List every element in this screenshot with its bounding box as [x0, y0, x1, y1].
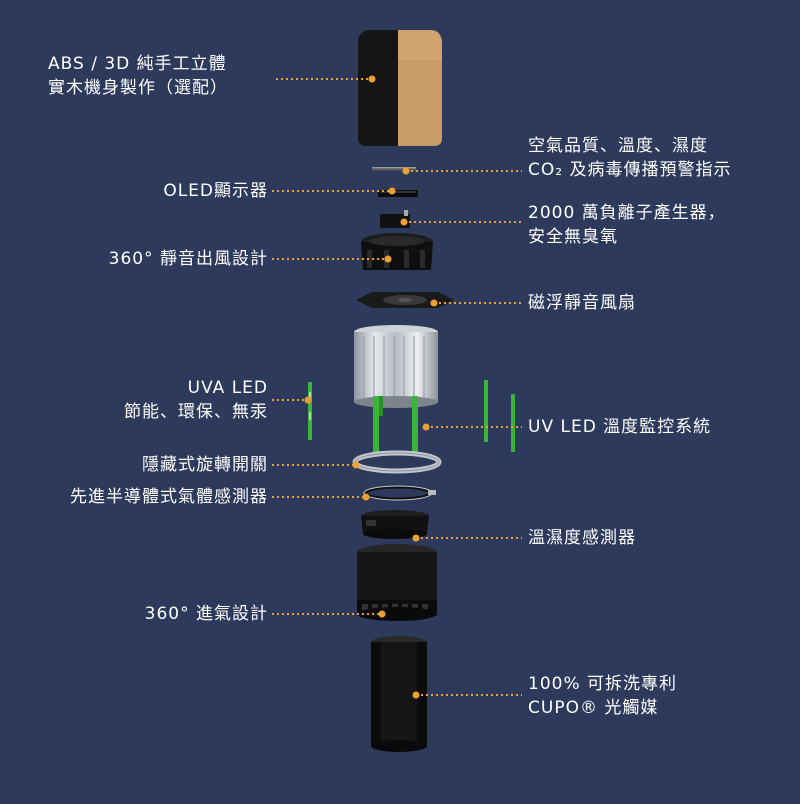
humidity-sensor-part [361, 510, 429, 539]
label-fan-line1: 磁浮靜音風扇 [528, 293, 636, 313]
label-air-quality-line2: CO₂ 及病毒傳播預警指示 [528, 160, 732, 180]
label-semiconductor: 先進半導體式氣體感測器 [10, 485, 268, 509]
label-semiconductor-line1: 先進半導體式氣體感測器 [70, 487, 268, 507]
label-air-quality: 空氣品質、溫度、濕度 CO₂ 及病毒傳播預警指示 [528, 134, 731, 182]
label-uv-temp-line1: UV LED 溫度監控系統 [528, 417, 712, 437]
rotary-ring-part [352, 450, 442, 474]
label-uv-temp: UV LED 溫度監控系統 [528, 415, 711, 439]
label-uva: UVA LED 節能、環保、無汞 [40, 376, 268, 424]
label-air-quality-line1: 空氣品質、溫度、濕度 [528, 136, 708, 156]
wood-case-part [358, 30, 442, 146]
label-wood-case-line1: ABS / 3D 純手工立體 [48, 54, 227, 74]
silent-outlet-part [361, 233, 433, 270]
uv-temp-part [484, 380, 515, 452]
label-uva-line2: 節能、環保、無汞 [124, 402, 268, 422]
leader-lines [272, 78, 522, 696]
label-wood-case: ABS / 3D 純手工立體 實木機身製作（選配） [48, 52, 228, 100]
label-ion-line1: 2000 萬負離子產生器， [528, 203, 726, 223]
label-hidden-switch-line1: 隱藏式旋轉開關 [142, 455, 268, 475]
label-intake-line1: 360° 進氣設計 [144, 604, 268, 624]
label-hidden-switch: 隱藏式旋轉開關 [40, 453, 268, 477]
air-quality-sensor-part [372, 167, 416, 171]
label-filter: 100% 可拆洗專利 CUPO® 光觸媒 [528, 672, 677, 720]
label-humidity-line1: 溫濕度感測器 [528, 528, 636, 548]
uva-led-part [308, 382, 312, 440]
label-fan: 磁浮靜音風扇 [528, 291, 636, 315]
label-wood-case-line2: 實木機身製作（選配） [48, 78, 228, 98]
label-uva-line1: UVA LED [187, 378, 268, 398]
label-oled-line1: OLED顯示器 [163, 181, 268, 201]
uv-chamber-part [354, 325, 438, 454]
label-ion-line2: 安全無臭氧 [528, 227, 618, 247]
gas-sensor-part [363, 485, 436, 501]
label-filter-line1: 100% 可拆洗專利 [528, 674, 678, 694]
label-oled: OLED顯示器 [80, 179, 268, 203]
label-silent-outlet: 360° 靜音出風設計 [40, 247, 268, 271]
label-intake: 360° 進氣設計 [40, 602, 268, 626]
leader-dots [304, 75, 438, 699]
intake-body-part [357, 544, 437, 621]
fan-part [356, 292, 454, 308]
label-silent-outlet-line1: 360° 靜音出風設計 [108, 249, 268, 269]
label-filter-line2: CUPO® 光觸媒 [528, 698, 659, 718]
label-ion: 2000 萬負離子產生器， 安全無臭氧 [528, 201, 726, 249]
label-humidity: 溫濕度感測器 [528, 526, 636, 550]
